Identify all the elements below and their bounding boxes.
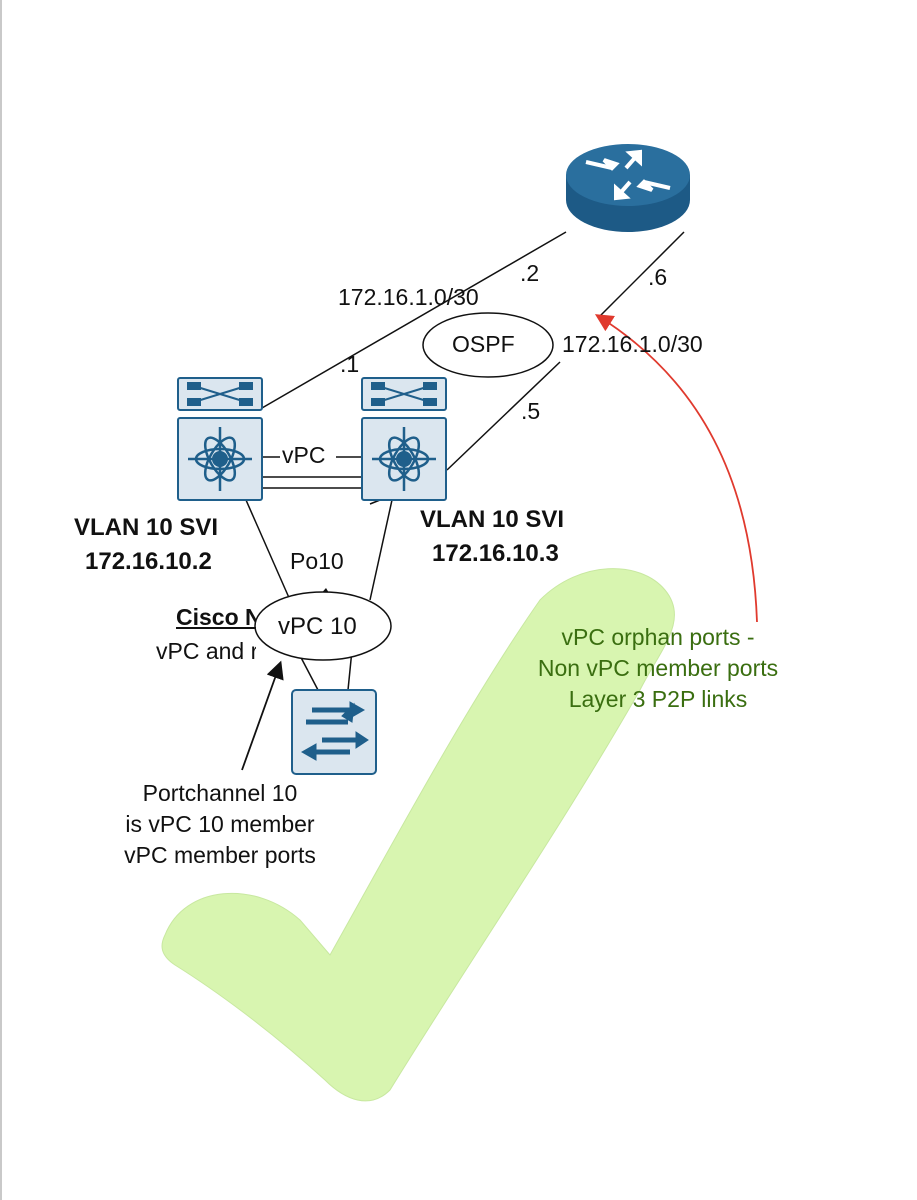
checkmark-icon — [161, 568, 675, 1102]
link-right-down — [369, 499, 393, 601]
orphan-arrow — [594, 314, 758, 623]
label-dot1: .1 — [340, 351, 360, 377]
label-subnet-left: 172.16.1.0/30 — [338, 284, 479, 310]
label-dot5: .5 — [521, 398, 541, 424]
svi-right-ip: 172.16.10.3 — [432, 540, 559, 567]
label-dot6: .6 — [648, 264, 668, 290]
label-vpc-peer: vPC — [282, 442, 326, 468]
orphan-note-line-3: Layer 3 P2P links — [568, 686, 748, 712]
link-left-uplink — [261, 231, 567, 409]
orphan-note: vPC orphan ports - Non vPC member ports … — [508, 626, 808, 711]
orphan-note-line-1: vPC orphan ports - — [561, 624, 755, 650]
page-border — [0, 0, 2, 1200]
member-note-line-3: vPC member ports — [124, 842, 316, 868]
label-vpc-and-partial: vPC and r — [156, 640, 256, 663]
label-cisco-partial: Cisco N — [176, 606, 256, 629]
label-ospf: OSPF — [452, 331, 515, 357]
vpc10-ellipse — [254, 591, 392, 661]
label-po10: Po10 — [290, 548, 344, 574]
member-note-line-2: is vPC 10 member — [125, 811, 315, 837]
link-right-uplink-top — [599, 231, 685, 317]
svi-left-ip: 172.16.10.2 — [85, 548, 212, 575]
nexus-switch-right — [361, 377, 447, 501]
member-arrow — [241, 660, 284, 771]
label-subnet-right: 172.16.1.0/30 — [562, 331, 703, 357]
label-dot2: .2 — [520, 260, 540, 286]
member-note: Portchannel 10 is vPC 10 member vPC memb… — [100, 782, 340, 867]
nexus-switch-left — [177, 377, 263, 501]
label-vpc10: vPC 10 — [278, 613, 357, 640]
ospf-ellipse — [422, 312, 554, 378]
member-note-line-1: Portchannel 10 — [142, 780, 298, 806]
layer2-switch-icon — [291, 689, 377, 775]
svi-left-title: VLAN 10 SVI — [74, 514, 219, 541]
svi-right-title: VLAN 10 SVI — [420, 506, 565, 533]
link-left-down — [245, 499, 291, 601]
orphan-note-line-2: Non vPC member ports — [537, 655, 779, 681]
router-icon — [566, 144, 690, 232]
link-right-uplink — [446, 361, 561, 471]
